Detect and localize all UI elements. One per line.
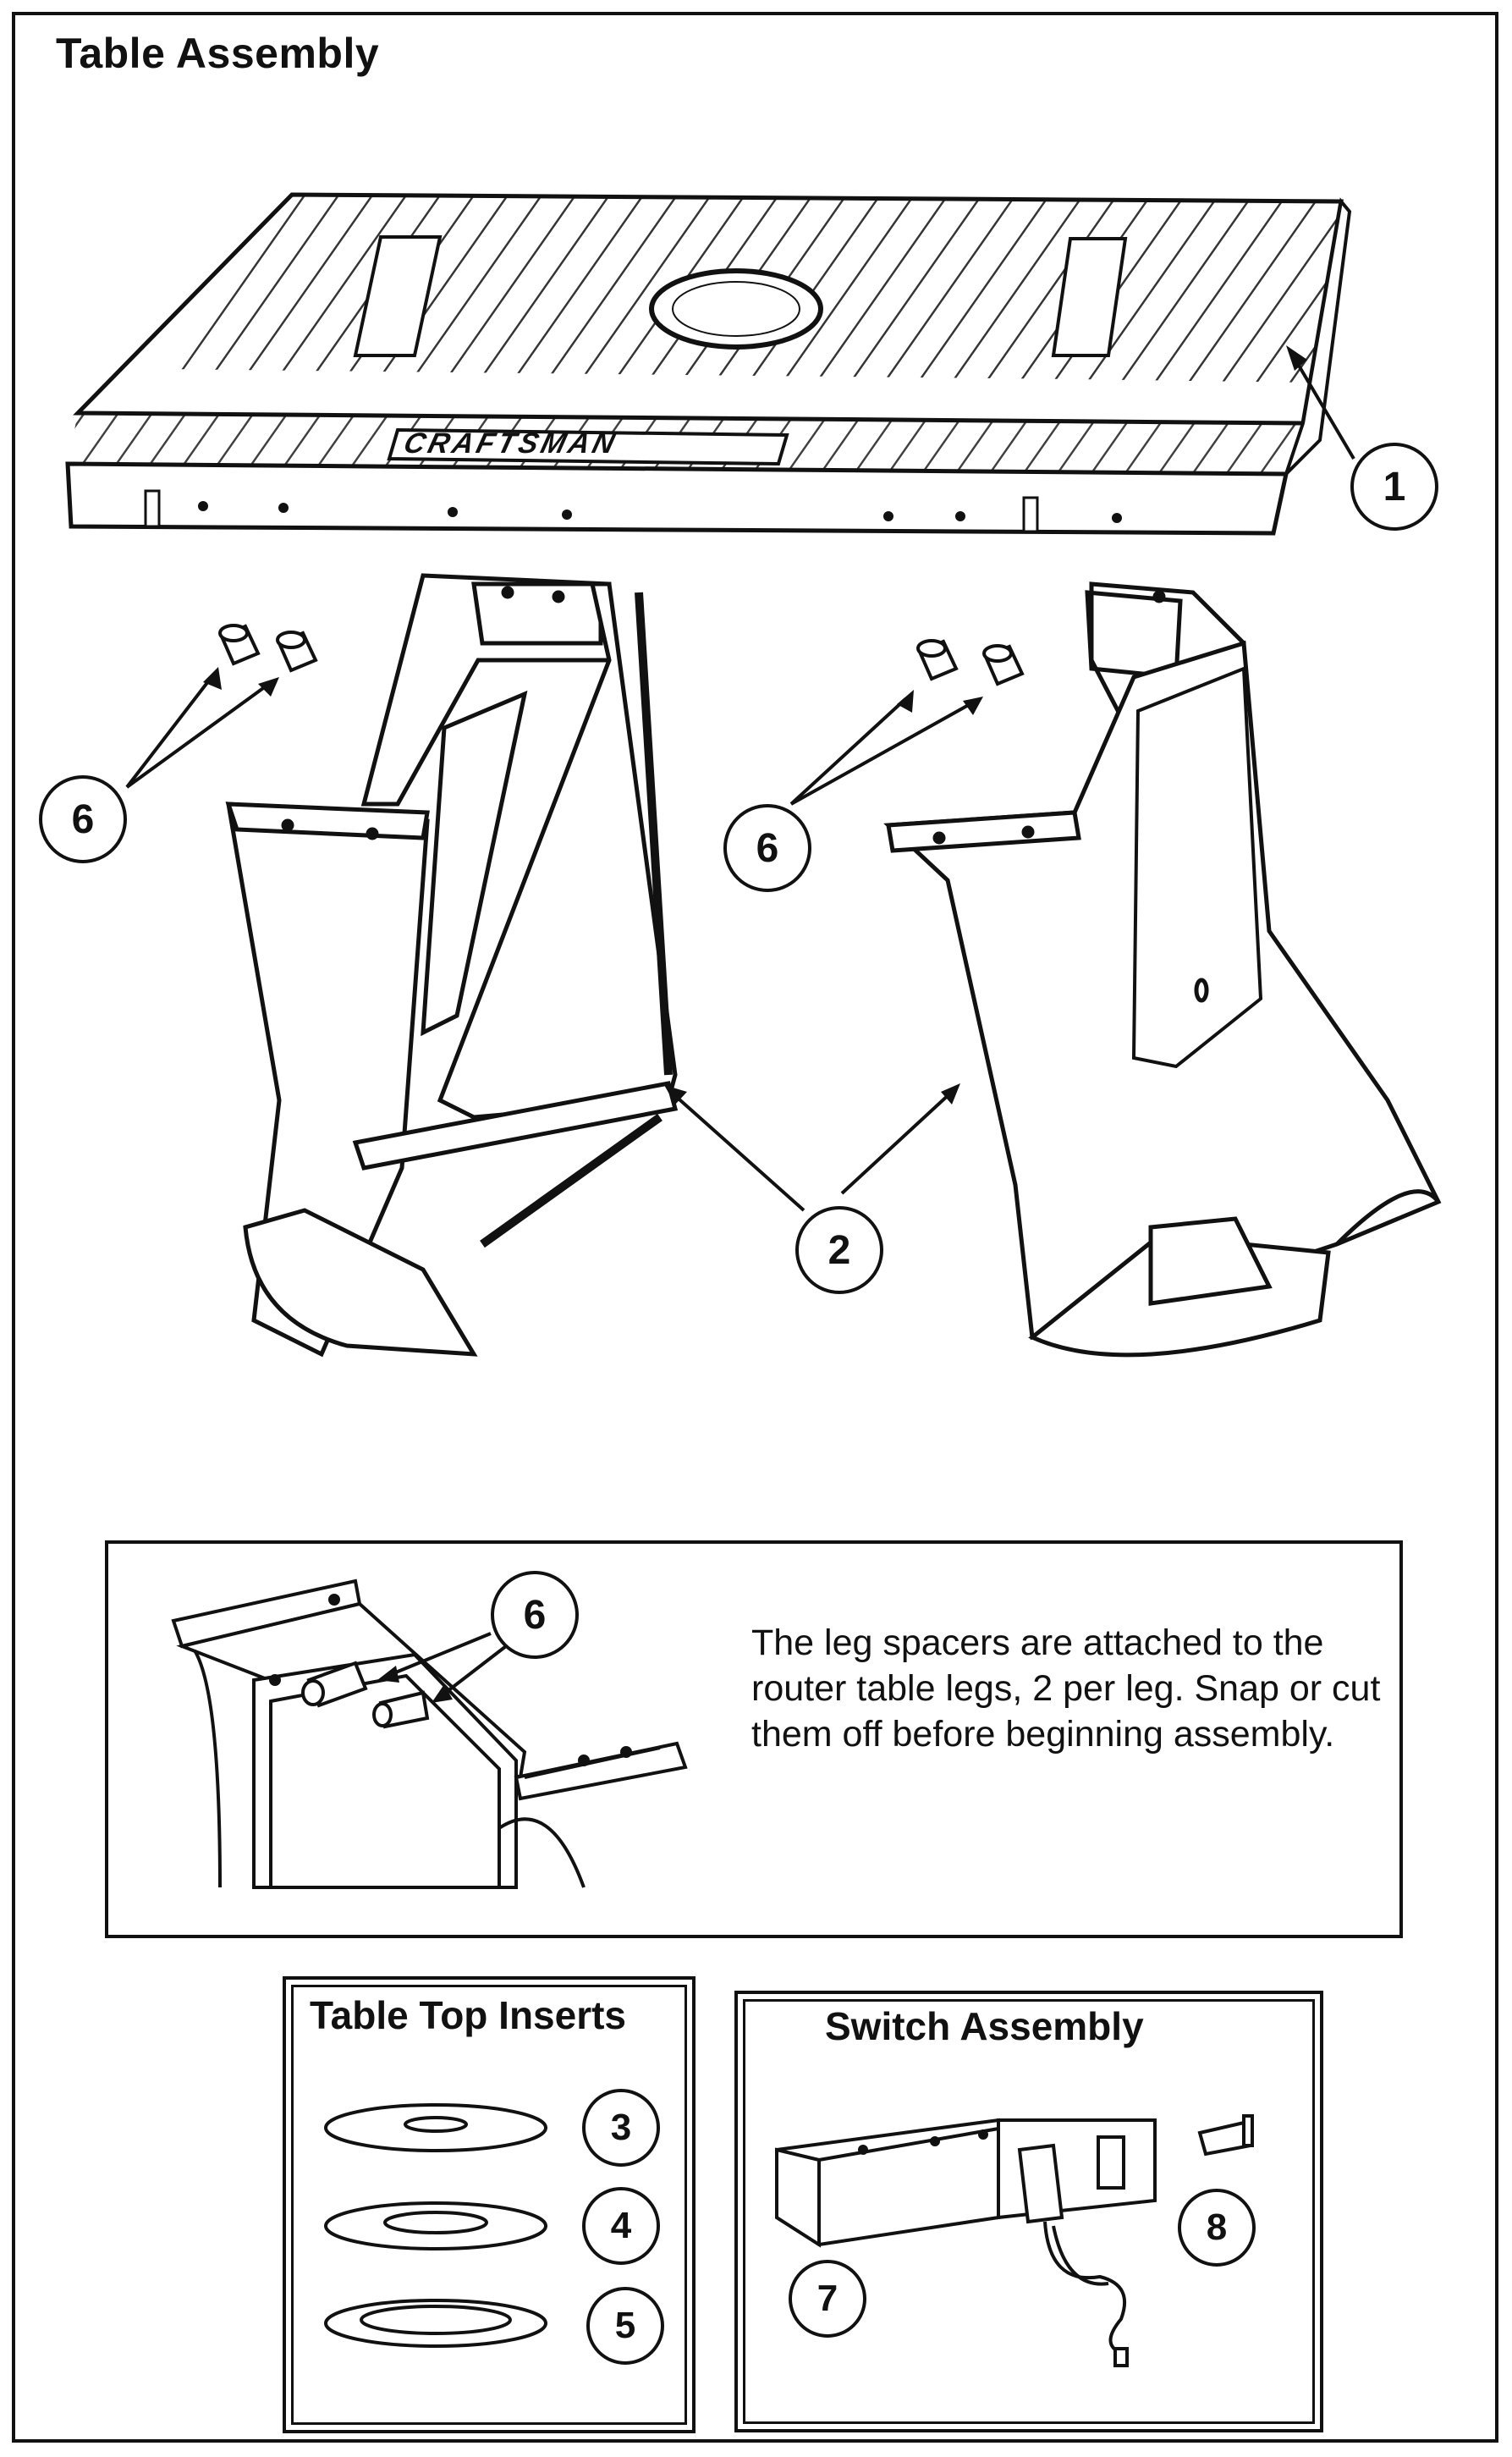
spacer-note-text: The leg spacers are attached to the rout… [751,1622,1381,1755]
callout-switch-box: 7 [789,2260,866,2338]
callout-insert-medium: 4 [582,2187,660,2265]
spacer-note-box [105,1540,1403,1938]
callout-insert-large: 5 [586,2287,664,2365]
left-spacers-drawing [218,624,318,673]
switch-assembly-drawing [775,2114,1254,2367]
callout-legs: 2 [795,1206,883,1294]
callout-spacers-right: 6 [723,804,811,892]
switch-assembly-inner-frame [743,1999,1315,2424]
right-spacers-drawing [916,639,1025,686]
craftsman-logo: CRAFTSMAN [400,427,622,460]
callout-switch-key: 8 [1178,2189,1256,2267]
page-title: Table Assembly [56,30,380,77]
page-frame [12,12,1498,2443]
table-top-inserts-inner-frame [291,1985,687,2425]
switch-assembly-panel [734,1991,1323,2432]
switch-assembly-title: Switch Assembly [825,2004,1144,2048]
table-top-inserts-title: Table Top Inserts [310,1993,627,2037]
left-leg-drawing [225,573,679,1358]
table-top-drawing [65,192,1355,536]
callout-table-top: 1 [1350,443,1438,531]
callout-spacers-left: 6 [39,775,127,863]
right-leg-drawing [883,581,1442,1358]
callout-insert-small: 3 [582,2089,660,2167]
table-top-inserts-drawing [324,2103,547,2348]
callout-spacers-detail: 6 [491,1571,579,1659]
table-top-inserts-panel [283,1976,696,2433]
spacer-detail-drawing [171,1578,688,1889]
